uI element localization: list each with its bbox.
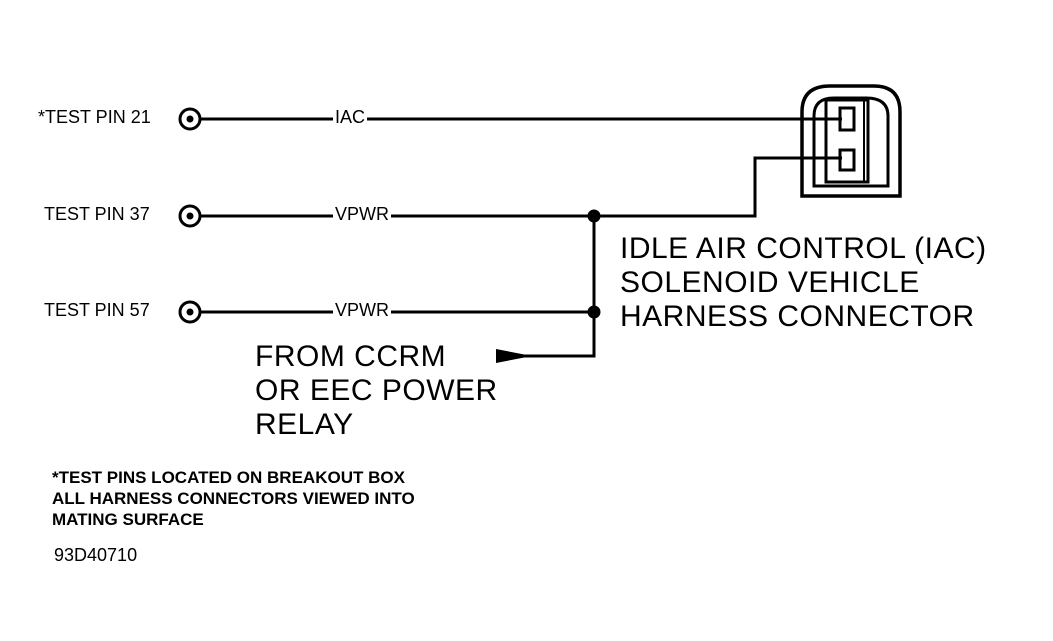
connector-description-line: HARNESS CONNECTOR bbox=[620, 300, 975, 333]
splice-dot-lower-icon bbox=[587, 305, 601, 319]
note-line: MATING SURFACE bbox=[52, 510, 204, 529]
test-pin-57-label: TEST PIN 57 bbox=[44, 300, 150, 320]
connector-description-line: SOLENOID VEHICLE bbox=[620, 266, 920, 299]
power-source-line: RELAY bbox=[255, 408, 354, 441]
power-source-line: FROM CCRM bbox=[255, 340, 447, 373]
connector-description: IDLE AIR CONTROL (IAC) SOLENOID VEHICLE … bbox=[620, 232, 987, 334]
power-feed-wire bbox=[520, 216, 596, 358]
iac-connector-icon bbox=[800, 84, 902, 198]
note-line: *TEST PINS LOCATED ON BREAKOUT BOX bbox=[52, 468, 405, 487]
connector-description-line: IDLE AIR CONTROL (IAC) bbox=[620, 232, 987, 265]
figure-code: 93D40710 bbox=[54, 545, 138, 565]
test-pin-21-label: *TEST PIN 21 bbox=[38, 107, 151, 127]
power-source-line: OR EEC POWER bbox=[255, 374, 498, 407]
power-source-description: FROM CCRM OR EEC POWER RELAY bbox=[255, 340, 498, 442]
splice-dot-upper-icon bbox=[587, 209, 601, 223]
feed-arrow-icon bbox=[496, 349, 532, 363]
vpwr-wire-label-pin-37: VPWR bbox=[333, 204, 391, 225]
test-pin-57-terminal-icon bbox=[178, 300, 202, 324]
iac-wire-label: IAC bbox=[333, 107, 368, 128]
test-pin-37-label: TEST PIN 37 bbox=[44, 204, 150, 224]
vpwr-wire-pin-37 bbox=[200, 156, 842, 218]
notes-block: *TEST PINS LOCATED ON BREAKOUT BOX ALL H… bbox=[52, 467, 415, 530]
test-pin-21-terminal-icon bbox=[178, 107, 202, 131]
note-line: ALL HARNESS CONNECTORS VIEWED INTO bbox=[52, 489, 415, 508]
test-pin-37-terminal-icon bbox=[178, 204, 202, 228]
vpwr-wire-label-pin-57: VPWR bbox=[333, 300, 391, 321]
